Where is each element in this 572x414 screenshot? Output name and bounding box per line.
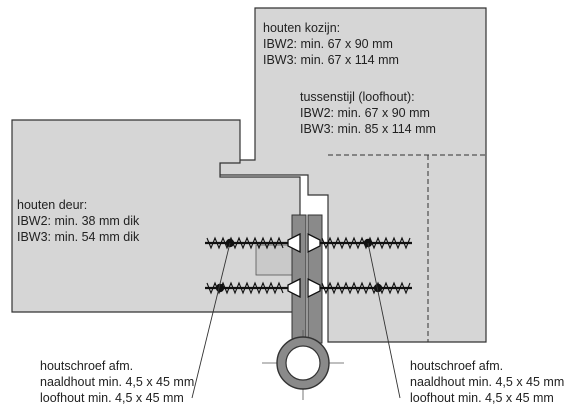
screws-group bbox=[205, 232, 412, 299]
frame-label-ibw2: IBW2: min. 67 x 90 mm bbox=[263, 37, 393, 51]
mullion-label-ibw2: IBW2: min. 67 x 90 mm bbox=[300, 106, 430, 120]
leader-line-right bbox=[367, 242, 401, 399]
screw-frame-lower bbox=[307, 277, 412, 299]
hinge-pocket bbox=[255, 244, 297, 276]
frame-label: houten kozijn: IBW2: min. 67 x 90 mm IBW… bbox=[263, 21, 399, 67]
mullion-outline bbox=[328, 154, 486, 342]
door-label: houten deur: IBW2: min. 38 mm dik IBW3: … bbox=[17, 198, 143, 244]
mullion-label-ibw3: IBW3: min. 85 x 114 mm bbox=[300, 122, 436, 136]
leader-line-left bbox=[191, 242, 231, 399]
hinge-leaf-frame bbox=[307, 214, 323, 344]
frame-label-title: houten kozijn: bbox=[263, 21, 340, 35]
screw-door-upper bbox=[205, 232, 301, 254]
door-leaf bbox=[11, 119, 301, 313]
screw-right-label-softwood: naaldhout min. 4,5 x 45 mm bbox=[410, 375, 564, 389]
screw-right-label: houtschroef afm. naaldhout min. 4,5 x 45… bbox=[410, 359, 568, 405]
screw-left-label-softwood: naaldhout min. 4,5 x 45 mm bbox=[40, 375, 194, 389]
screw-left-label-hardwood: loofhout min. 4,5 x 45 mm bbox=[40, 391, 184, 405]
screw-frame-upper bbox=[307, 232, 412, 254]
screw-right-label-hardwood: loofhout min. 4,5 x 45 mm bbox=[410, 391, 554, 405]
screw-right-label-title: houtschroef afm. bbox=[410, 359, 503, 373]
mullion-label-title: tussenstijl (loofhout): bbox=[300, 90, 415, 104]
frame-label-ibw3: IBW3: min. 67 x 114 mm bbox=[263, 53, 399, 67]
hinge-pin bbox=[285, 345, 321, 381]
screw-door-lower bbox=[205, 277, 301, 299]
door-label-ibw2: IBW2: min. 38 mm dik bbox=[17, 214, 140, 228]
screw-left-label: houtschroef afm. naaldhout min. 4,5 x 45… bbox=[40, 359, 198, 405]
door-label-ibw3: IBW3: min. 54 mm dik bbox=[17, 230, 140, 244]
screw-left-label-title: houtschroef afm. bbox=[40, 359, 133, 373]
door-label-title: houten deur: bbox=[17, 198, 87, 212]
mullion-label: tussenstijl (loofhout): IBW2: min. 67 x … bbox=[300, 90, 436, 136]
